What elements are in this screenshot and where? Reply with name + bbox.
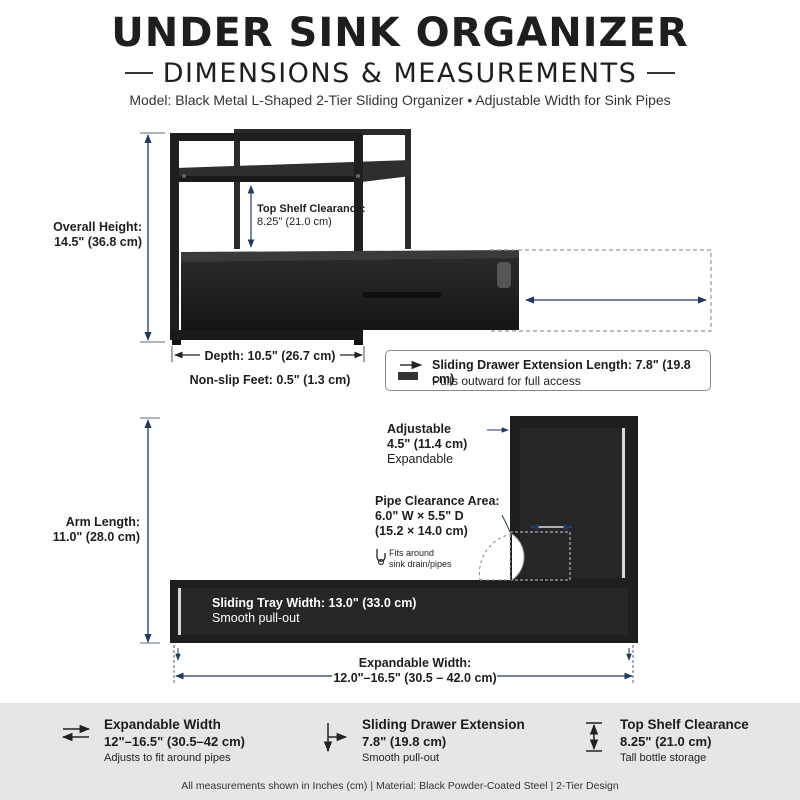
drawer-callout-title: Sliding Drawer Extension Length: 7.8" (1… xyxy=(432,358,691,386)
feature-value: 8.25" (21.0 cm) xyxy=(620,734,712,749)
footnote: All measurements shown in Inches (cm) | … xyxy=(181,780,619,792)
feature-footer: Expandable Width 12"–16.5" (30.5–42 cm) … xyxy=(0,703,800,800)
horizontal-arrows-icon xyxy=(61,724,91,742)
drawer-icon xyxy=(398,360,423,380)
adjustable-label: Adjustable 4.5" (11.4 cm) Expandable xyxy=(387,422,468,466)
top-view-unit xyxy=(170,416,638,643)
depth-dimension xyxy=(171,346,365,362)
drawer-callout-subtitle: Pulls outward for full access xyxy=(432,374,581,388)
diagram-drawing xyxy=(140,129,712,684)
feature-subtitle: Adjusts to fit around pipes xyxy=(104,752,231,764)
feet-label: Non-slip Feet: 0.5" (1.3 cm) xyxy=(189,373,351,387)
slide-arrow-icon xyxy=(323,723,348,753)
page-subtitle: DIMENSIONS & MEASUREMENTS xyxy=(162,57,638,89)
drawer-extension-callout: Sliding Drawer Extension Length: 7.8" (1… xyxy=(385,350,711,391)
feature-title: Top Shelf Clearance xyxy=(620,717,749,732)
feature-value: 7.8" (19.8 cm) xyxy=(362,734,447,749)
feature-title: Sliding Drawer Extension xyxy=(362,717,525,732)
depth-label: Depth: 10.5" (26.7 cm) xyxy=(204,349,336,363)
top-shelf-label: Top Shelf Clearance: 8.25" (21.0 cm) xyxy=(257,203,366,229)
subtitle-rule-right xyxy=(647,72,676,74)
arm-length-label: Arm Length: 11.0" (28.0 cm) xyxy=(52,515,140,544)
pipe-note: Fits around sink drain/pipes xyxy=(389,548,452,569)
pipe-clearance-outline xyxy=(478,514,513,581)
drawer-extension-ghost xyxy=(490,249,712,332)
expandable-width-dimension xyxy=(173,645,634,684)
arm-length-dimension xyxy=(140,417,160,644)
side-view-unit xyxy=(170,129,519,345)
feature-subtitle: Tall bottle storage xyxy=(620,752,707,764)
drain-icon xyxy=(376,549,386,566)
vertical-clearance-icon xyxy=(586,722,602,752)
overall-height-label: Overall Height: 14.5" (36.8 cm) xyxy=(53,220,142,249)
feature-subtitle: Smooth pull-out xyxy=(362,752,440,764)
overall-height-dimension xyxy=(140,132,165,343)
pipe-clearance-label: Pipe Clearance Area: 6.0" W × 5.5" D (15… xyxy=(375,494,500,538)
subtitle-row: DIMENSIONS & MEASUREMENTS xyxy=(0,56,800,90)
page-title: UNDER SINK ORGANIZER xyxy=(111,10,689,56)
feature-title: Expandable Width xyxy=(104,717,221,732)
subtitle-rule-left xyxy=(124,72,153,74)
expandable-width-label: Expandable Width: 12.0"–16.5" (30.5 – 42… xyxy=(333,656,497,685)
sliding-tray-label: Sliding Tray Width: 13.0" (33.0 cm) Smoo… xyxy=(212,596,417,625)
feature-value: 12"–16.5" (30.5–42 cm) xyxy=(104,734,245,749)
model-description: Model: Black Metal L-Shaped 2-Tier Slidi… xyxy=(129,92,671,108)
